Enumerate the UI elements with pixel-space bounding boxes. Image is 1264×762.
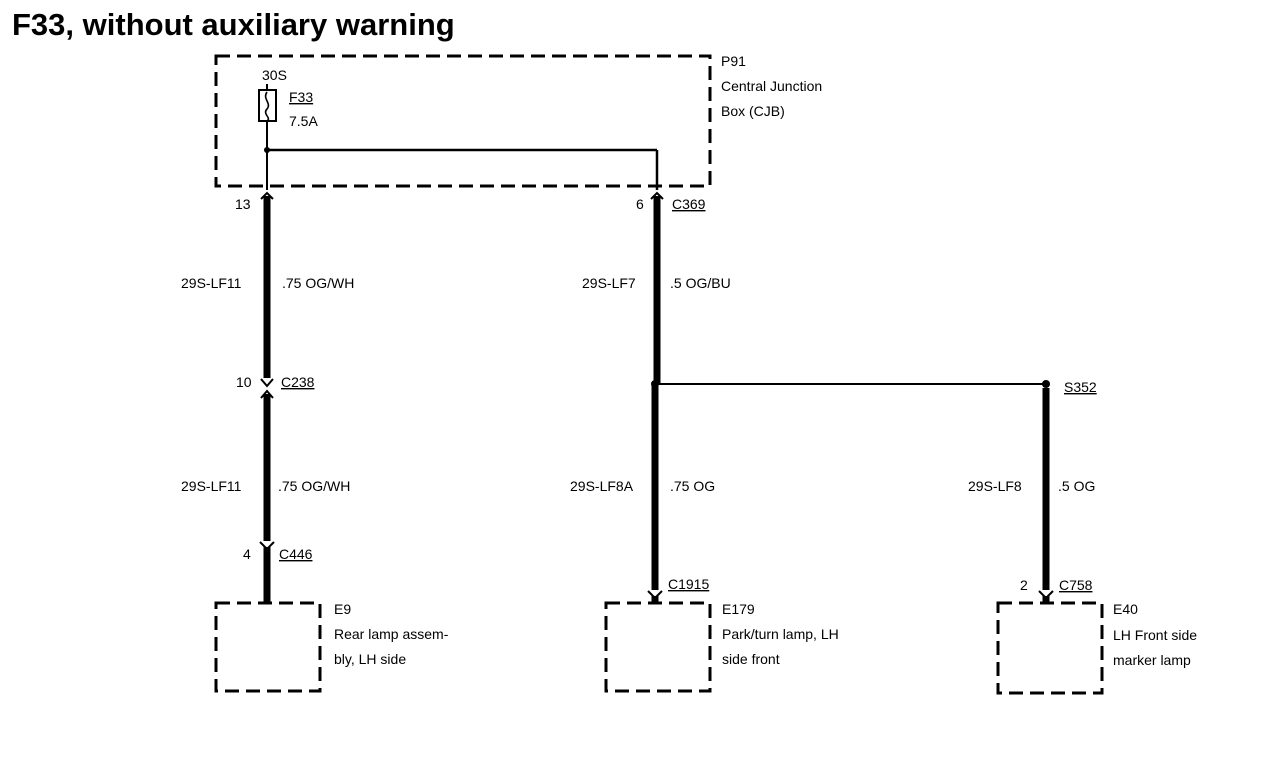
e9-box: [214, 601, 322, 693]
lf11-upper-spec: .75 OG/WH: [282, 275, 354, 291]
c369-pin6-symbol: [650, 191, 664, 200]
cjb-name-line2: Box (CJB): [721, 103, 785, 119]
c369-pin13-symbol: [260, 191, 274, 200]
e40-box: [996, 601, 1104, 695]
diagram-title: F33, without auxiliary warning: [12, 7, 455, 42]
pin-13-label: 13: [235, 196, 251, 212]
cjb-id: P91: [721, 53, 746, 69]
e40-id: E40: [1113, 601, 1138, 617]
c238-symbol-top: [260, 378, 274, 388]
e40-line2: marker lamp: [1113, 652, 1191, 668]
e9-line1: Rear lamp assem-: [334, 626, 449, 642]
pin-6-label: 6: [636, 196, 644, 212]
lf8a-spec: .75 OG: [670, 478, 715, 494]
e179-line1: Park/turn lamp, LH: [722, 626, 839, 642]
e9-id: E9: [334, 601, 351, 617]
cjb-box: [214, 54, 712, 188]
c446-label: C446: [279, 546, 313, 562]
lf7-circuit: 29S-LF7: [582, 275, 636, 291]
c758-label: C758: [1059, 577, 1093, 593]
c758-pin: 2: [1020, 577, 1028, 593]
c238-symbol-bottom: [260, 389, 274, 399]
cjb-name-line1: Central Junction: [721, 78, 822, 94]
e9-line2: bly, LH side: [334, 651, 406, 667]
c446-pin: 4: [243, 546, 251, 562]
lf8a-circuit: 29S-LF8A: [570, 478, 634, 494]
e40-line1: LH Front side: [1113, 627, 1197, 643]
fuse-element: [264, 91, 270, 122]
e179-id: E179: [722, 601, 755, 617]
e179-box: [604, 601, 712, 693]
s352-label: S352: [1064, 379, 1097, 395]
lf8-spec: .5 OG: [1058, 478, 1095, 494]
lf7-spec: .5 OG/BU: [670, 275, 731, 291]
c369-label: C369: [672, 196, 706, 212]
fuse-id: F33: [289, 89, 313, 105]
c1915-label: C1915: [668, 576, 709, 592]
fuse-rating: 7.5A: [289, 113, 318, 129]
lf11-upper-circuit: 29S-LF11: [181, 275, 242, 291]
s352-splice-dot: [1042, 380, 1050, 388]
e179-line2: side front: [722, 651, 780, 667]
c238-label: C238: [281, 374, 315, 390]
feed-label: 30S: [262, 67, 287, 83]
lf11-lower-circuit: 29S-LF11: [181, 478, 242, 494]
lf11-lower-spec: .75 OG/WH: [278, 478, 350, 494]
lf8-circuit: 29S-LF8: [968, 478, 1022, 494]
c238-pin: 10: [236, 374, 252, 390]
